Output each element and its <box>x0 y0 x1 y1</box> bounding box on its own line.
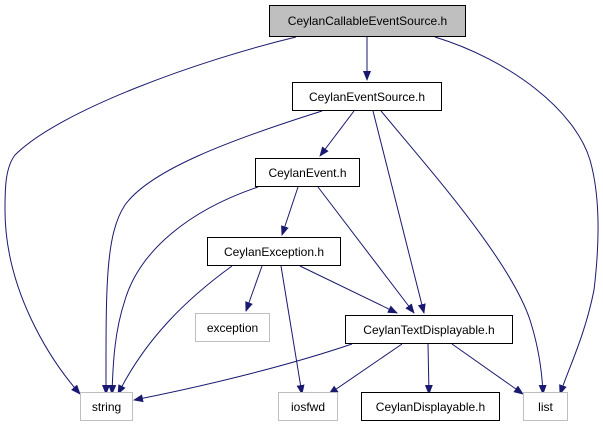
edge-event-to-textdisplayable <box>317 186 415 314</box>
edge-exception-to-exception <box>245 265 263 312</box>
edge-eventsource-to-string <box>101 110 323 395</box>
node-label: CeylanException.h <box>223 244 325 259</box>
node-ceylan-displayable[interactable]: CeylanDisplayable.h <box>361 392 500 421</box>
edge-eventsource-to-event <box>319 110 355 157</box>
node-label: CeylanDisplayable.h <box>375 399 486 414</box>
node-iosfwd[interactable]: iosfwd <box>278 392 338 421</box>
node-label: CeylanTextDisplayable.h <box>363 322 495 337</box>
node-label: exception <box>206 320 259 335</box>
edge-exception-to-string <box>117 265 233 395</box>
edge-callable-to-list <box>434 36 599 395</box>
edge-textdisplayable-to-iosfwd <box>328 343 403 395</box>
node-ceylan-event[interactable]: CeylanEvent.h <box>255 158 360 187</box>
node-label: list <box>538 399 553 414</box>
node-ceylan-callable-event-source[interactable]: CeylanCallableEventSource.h <box>269 5 466 37</box>
edge-eventsource-to-list <box>380 110 547 395</box>
node-label: string <box>91 399 122 414</box>
edge-exception-to-textdisplayable <box>299 265 398 314</box>
node-string[interactable]: string <box>80 392 133 421</box>
node-label: CeylanEventSource.h <box>308 89 426 104</box>
node-label: iosfwd <box>290 399 325 414</box>
edge-eventsource-to-textdisplayable <box>372 110 426 314</box>
node-label: CeylanCallableEventSource.h <box>287 14 448 28</box>
node-ceylan-event-source[interactable]: CeylanEventSource.h <box>292 82 442 111</box>
node-exception[interactable]: exception <box>195 313 270 342</box>
node-label: CeylanEvent.h <box>268 165 347 180</box>
edge-event-to-string <box>108 186 259 395</box>
edge-event-to-exception <box>281 186 299 236</box>
node-ceylan-exception[interactable]: CeylanException.h <box>207 237 341 266</box>
edge-callable-to-string <box>4 36 297 395</box>
node-ceylan-text-displayable[interactable]: CeylanTextDisplayable.h <box>345 315 513 344</box>
edge-exception-to-iosfwd <box>280 265 305 395</box>
edge-textdisplayable-to-displayable <box>424 343 433 395</box>
node-list[interactable]: list <box>523 392 568 421</box>
edge-textdisplayable-to-string <box>133 343 353 403</box>
edge-textdisplayable-to-list <box>451 343 524 395</box>
